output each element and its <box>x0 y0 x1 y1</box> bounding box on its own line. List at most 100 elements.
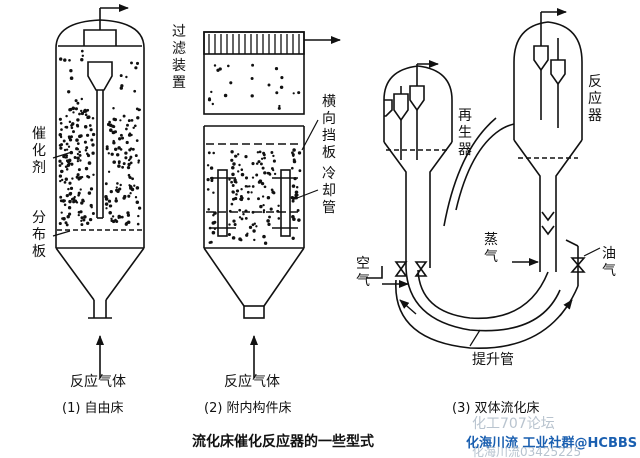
filter-text: 过滤装置 <box>172 24 186 91</box>
catalyst-particle <box>110 217 113 220</box>
catalyst-particle <box>108 204 112 208</box>
catalyst-particle <box>255 225 258 228</box>
catalyst-particle <box>77 191 81 195</box>
catalyst-particle <box>238 163 241 167</box>
catalyst-particle <box>107 152 110 155</box>
catalyst-particle <box>76 156 80 160</box>
catalyst-particle <box>105 207 108 210</box>
catalyst-particle <box>92 173 95 177</box>
catalyst-particle <box>240 168 244 171</box>
catalyst-particle <box>125 140 129 145</box>
catalyst-particle <box>59 146 63 150</box>
catalyst-particle <box>291 215 295 219</box>
catalyst-particle <box>118 137 122 141</box>
catalyst-particle <box>125 127 128 131</box>
catalyst-particle <box>262 203 265 207</box>
catalyst-particle <box>111 215 115 218</box>
catalyst-particle <box>296 193 299 197</box>
catalyst-particle <box>68 181 72 185</box>
catalyst-particle <box>231 184 235 187</box>
catalyst-particle <box>112 107 115 110</box>
catalyst-particle <box>209 166 214 170</box>
catalyst-particle <box>119 86 123 90</box>
catalyst-particle <box>268 215 271 219</box>
catalyst-particles-b <box>206 63 302 245</box>
catalyst-particle <box>263 156 266 160</box>
catalyst-particle <box>80 111 85 116</box>
catalyst-particle <box>65 193 69 198</box>
watermark-community: 化海川流 工业社群@HCBBS <box>466 435 637 451</box>
catalyst-particle <box>113 117 118 122</box>
diagram-labels: 催化剂 分布板 过滤装置 横向挡板 冷却管 再生器 反应器 空气 蒸气 油气 反… <box>32 24 616 450</box>
catalyst-leader <box>52 151 73 159</box>
catalyst-particle <box>65 156 68 159</box>
catalyst-particle <box>81 54 85 58</box>
catalyst-particle <box>270 151 274 154</box>
catalyst-particle <box>295 186 299 189</box>
catalyst-particle <box>83 140 87 144</box>
catalyst-particle <box>86 221 90 225</box>
catalyst-particle <box>251 63 255 67</box>
cooling-tube-label: 冷却管 <box>322 166 336 216</box>
catalyst-particle <box>80 216 84 220</box>
catalyst-particle <box>298 169 302 173</box>
catalyst-particle <box>70 135 73 139</box>
catalyst-particle <box>235 189 240 193</box>
catalyst-particle <box>228 223 231 226</box>
catalyst-particle <box>126 123 129 127</box>
catalyst-particle <box>137 214 140 218</box>
catalyst-particle <box>108 210 112 215</box>
catalyst-particle <box>240 172 245 177</box>
catalyst-particle <box>72 197 76 201</box>
catalyst-particle <box>114 197 118 200</box>
catalyst-particle <box>86 108 90 112</box>
catalyst-particle <box>240 217 244 221</box>
catalyst-particle <box>263 185 267 189</box>
catalyst-particle <box>91 116 95 120</box>
catalyst-particle <box>277 106 281 110</box>
catalyst-particle <box>65 168 69 171</box>
catalyst-particle <box>74 99 78 103</box>
catalyst-particle <box>58 221 62 226</box>
catalyst-particle <box>277 204 280 207</box>
catalyst-particle <box>77 168 81 172</box>
catalyst-particle <box>75 138 79 142</box>
catalyst-particle <box>129 186 133 190</box>
catalyst-particle <box>71 177 74 180</box>
catalyst-particle <box>119 74 123 78</box>
catalyst-particle <box>263 171 267 175</box>
catalyst-particle <box>83 125 88 129</box>
catalyst-particle <box>83 215 87 219</box>
catalyst-particle <box>89 187 94 191</box>
catalyst-particle <box>69 186 74 190</box>
catalyst-particle <box>244 176 249 180</box>
catalyst-particle <box>66 214 70 219</box>
gas-label-b: 反应气体 <box>224 373 280 390</box>
catalyst-particle <box>64 221 68 225</box>
catalyst-particle <box>70 162 74 166</box>
steam-label: 蒸气 <box>484 232 498 265</box>
catalyst-particle <box>250 77 254 80</box>
catalyst-particle <box>69 191 73 195</box>
catalyst-particle <box>279 85 284 90</box>
catalyst-particle <box>87 191 92 195</box>
twin-fluidized-bed <box>366 21 586 349</box>
catalyst-particle <box>239 197 244 202</box>
catalyst-particle <box>69 69 73 73</box>
catalyst-particle <box>268 171 271 175</box>
catalyst-particle <box>227 64 230 68</box>
catalyst-particle <box>122 196 126 200</box>
catalyst-particle <box>244 155 248 159</box>
catalyst-particle <box>251 185 255 188</box>
catalyst-particle <box>109 128 113 132</box>
catalyst-particle <box>223 93 228 98</box>
catalyst-particle <box>133 184 136 187</box>
catalyst-particle <box>272 168 275 172</box>
catalyst-particle <box>65 159 69 163</box>
catalyst-particle <box>84 109 88 113</box>
oil-gas-label: 油气 <box>602 246 616 279</box>
catalyst-particle <box>260 181 265 186</box>
catalyst-particle <box>297 151 302 155</box>
catalyst-particle <box>104 194 108 199</box>
